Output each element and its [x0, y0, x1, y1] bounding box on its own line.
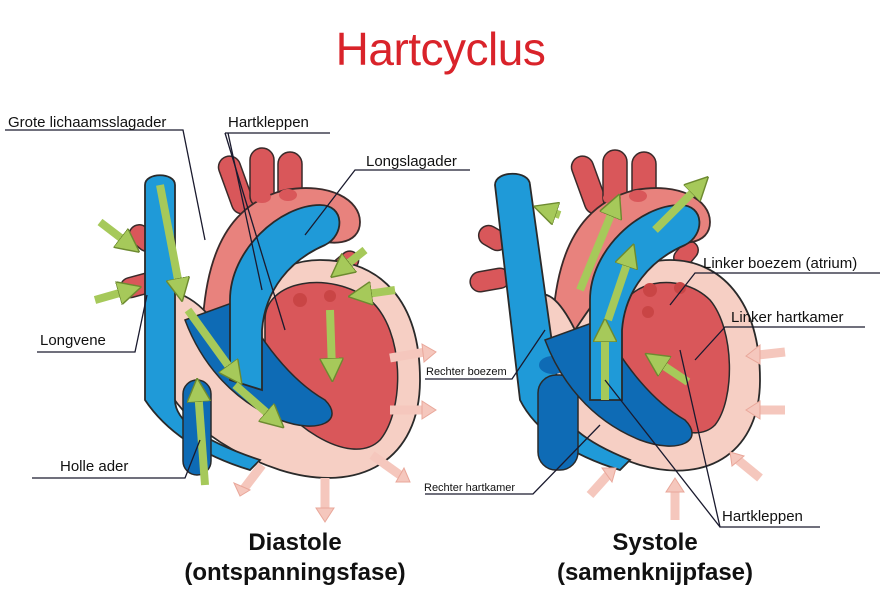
systole-subtitle: (samenknijpfase) — [556, 559, 754, 586]
diastole-title: Diastole — [248, 529, 342, 556]
label-linker-boezem: Linker boezem (atrium) — [703, 255, 858, 272]
label-rechter-boezem: Rechter boezem — [426, 366, 507, 378]
systole-heart — [469, 149, 786, 520]
diastole-subtitle: (ontspanningsfase) — [184, 559, 406, 586]
label-longvene: Longvene — [40, 332, 106, 349]
label-holle-ader: Holle ader — [60, 458, 129, 475]
label-rechter-hartkamer: Rechter hartkamer — [424, 482, 516, 494]
systole-title: Systole — [612, 529, 698, 556]
leader-lines — [5, 129, 880, 528]
diastole-caption: Diastole (ontspanningsfase) — [160, 528, 430, 588]
label-hartkleppen-systole: Hartkleppen — [722, 508, 803, 525]
diastole-heart — [93, 147, 437, 523]
label-grote-lichaamsslagader: Grote lichaamsslagader — [8, 114, 167, 131]
label-hartkleppen-diastole: Hartkleppen — [228, 114, 309, 131]
label-linker-hartkamer: Linker hartkamer — [731, 309, 844, 326]
diagram-title: Hartcyclus — [335, 23, 546, 75]
label-longslagader: Longslagader — [366, 153, 457, 170]
systole-caption: Systole (samenknijpfase) — [535, 528, 775, 588]
